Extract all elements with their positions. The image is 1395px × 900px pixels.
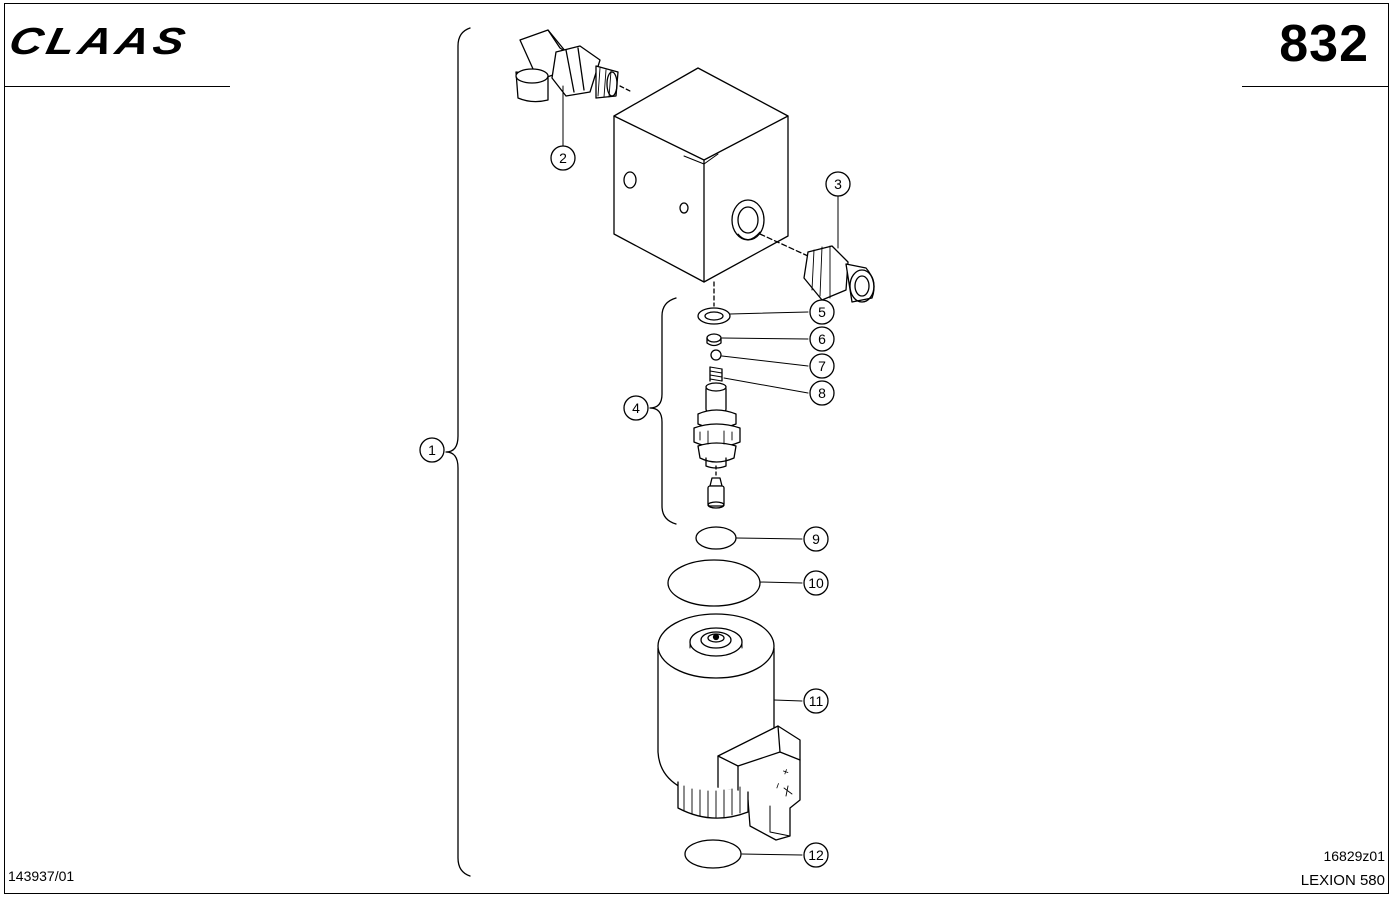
callout-circle — [803, 842, 829, 868]
solenoid-coil: + − — [657, 613, 801, 841]
callout-label: 4 — [632, 400, 640, 416]
drawing-frame — [4, 3, 1389, 894]
callout-10: 10 — [803, 570, 829, 596]
callout-6: 6 — [809, 326, 835, 352]
callout-label: 12 — [808, 847, 824, 863]
valve-seat — [706, 333, 722, 347]
callout-circle — [809, 353, 835, 379]
compression-spring — [709, 366, 723, 382]
callout-label: 7 — [818, 358, 826, 374]
coil-plus-mark: + — [780, 767, 793, 777]
callout-label: 9 — [812, 531, 820, 547]
o-ring-small — [695, 526, 737, 550]
callout-circle — [825, 171, 851, 197]
callout-label: 6 — [818, 331, 826, 347]
leader-lines — [562, 85, 839, 856]
callout-5: 5 — [809, 299, 835, 325]
callout-label: 1 — [428, 442, 436, 458]
callout-2: 2 — [550, 145, 576, 171]
callout-label: 2 — [559, 150, 567, 166]
elbow-fitting — [515, 29, 633, 103]
callout-label: 5 — [818, 304, 826, 320]
model-name: LEXION 580 — [1300, 872, 1385, 889]
header-rule-right — [1242, 86, 1389, 87]
callout-12: 12 — [803, 842, 829, 868]
assembly-brace-4 — [649, 297, 677, 525]
assembly-brace-1 — [445, 27, 471, 877]
document-number: 143937/01 — [8, 868, 75, 884]
callout-9: 9 — [803, 526, 829, 552]
callout-3: 3 — [825, 171, 851, 197]
callout-8: 8 — [809, 380, 835, 406]
o-ring-large — [667, 559, 761, 607]
callout-label: 10 — [808, 575, 824, 591]
callout-1: 1 — [419, 437, 445, 463]
cartridge-valve — [693, 382, 741, 479]
callout-circle — [550, 145, 576, 171]
valve-block — [613, 67, 789, 283]
valve-ball — [710, 349, 722, 361]
callout-label: 8 — [818, 385, 826, 401]
callout-circle — [809, 380, 835, 406]
callout-4: 4 — [623, 395, 649, 421]
drawing-code: 16829z01 — [1323, 848, 1385, 864]
callout-circle — [803, 570, 829, 596]
plunger-pin — [707, 477, 725, 509]
callout-circle — [803, 526, 829, 552]
callout-label: 3 — [834, 176, 842, 192]
callout-circle — [623, 395, 649, 421]
callout-7: 7 — [809, 353, 835, 379]
callout-circle — [803, 688, 829, 714]
page-number: 832 — [1279, 15, 1369, 73]
callout-circle — [809, 299, 835, 325]
header-rule-left — [4, 86, 230, 87]
seal-washer — [697, 307, 731, 325]
callout-circle — [419, 437, 445, 463]
callout-label: 11 — [809, 693, 824, 709]
callout-11: 11 — [803, 688, 829, 714]
o-ring-base — [684, 839, 742, 869]
straight-fitting — [759, 233, 875, 303]
callout-circle — [809, 326, 835, 352]
coil-minus-mark: − — [772, 781, 785, 791]
